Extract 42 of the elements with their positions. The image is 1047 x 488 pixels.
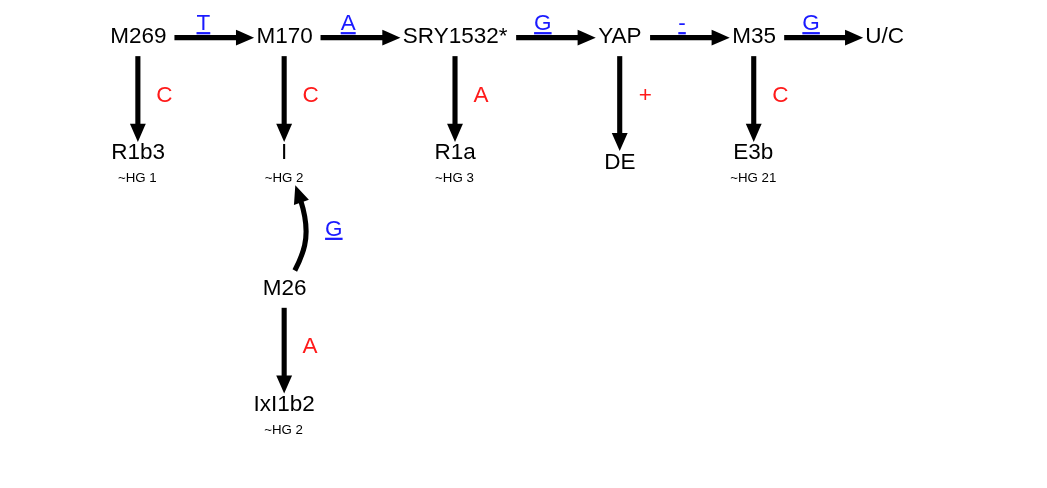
node-text: M170 [256, 22, 313, 48]
node-label: ~HG 2 [264, 169, 304, 185]
edge-label: G [534, 9, 552, 35]
edge-label: C [302, 81, 319, 107]
node-text: YAP [598, 22, 642, 48]
node-label: ~HG 2 [264, 421, 303, 437]
node-text: M269 [110, 22, 167, 48]
edge-label: - [678, 9, 686, 35]
node-text: E3b [733, 138, 774, 164]
edge-label: G [802, 9, 820, 35]
edge-label: T [196, 9, 211, 35]
node-label: ~HG 21 [730, 169, 777, 185]
node-label: ~HG 1 [117, 169, 157, 185]
node-text: U/C [865, 22, 904, 48]
node-text: SRY1532* [402, 22, 508, 48]
edge-label: A [302, 332, 318, 358]
arrow [745, 55, 762, 142]
edge-label: + [638, 81, 652, 107]
node-text: R1b3 [111, 138, 166, 164]
edge-label: A [340, 9, 356, 35]
edge-label: A [473, 81, 489, 107]
arrow [516, 29, 596, 46]
arrow [174, 29, 255, 46]
arrow [784, 29, 864, 46]
arrow [611, 55, 628, 151]
arrow [276, 307, 293, 394]
node-text: R1a [434, 138, 476, 164]
arrow [292, 184, 309, 272]
arrow [129, 55, 146, 142]
arrow [650, 29, 730, 46]
node-text: I [281, 138, 288, 164]
node-text: DE [604, 148, 636, 174]
arrow [447, 55, 463, 142]
node-label: ~HG 3 [435, 169, 474, 185]
arrow [320, 29, 401, 46]
arrow [276, 55, 293, 142]
edge-label: C [772, 81, 789, 107]
node-text: M26 [262, 274, 307, 300]
edge-label: G [325, 215, 343, 241]
edge-label: C [156, 81, 173, 107]
node-text: M35 [732, 22, 777, 48]
node-text: IxI1b2 [253, 390, 315, 416]
